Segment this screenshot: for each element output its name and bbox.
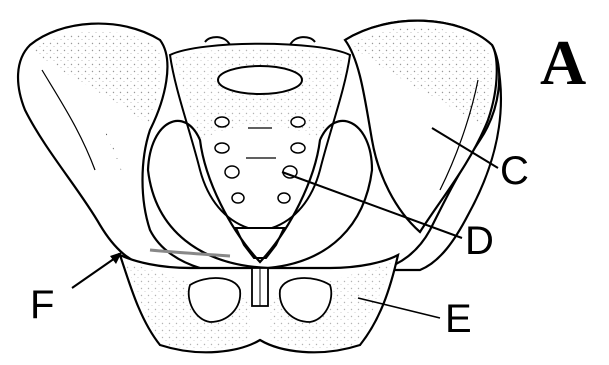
label-e: E: [445, 297, 472, 341]
panel-letter: A: [540, 27, 586, 98]
pubic-region: [120, 250, 398, 352]
pointer-f: [72, 256, 118, 288]
label-c: C: [500, 149, 529, 193]
label-d: D: [465, 219, 494, 263]
label-f: F: [30, 283, 54, 327]
